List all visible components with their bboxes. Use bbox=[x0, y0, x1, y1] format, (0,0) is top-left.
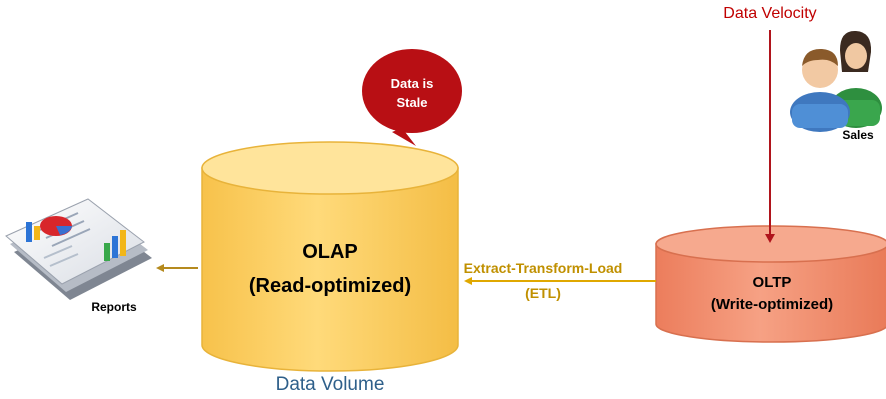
stale-text-line-2: Stale bbox=[396, 95, 428, 110]
reports-document-icon bbox=[5, 198, 152, 300]
etl-abbrev-label: (ETL) bbox=[525, 285, 561, 301]
velocity-arrow bbox=[765, 30, 775, 243]
data-volume-label: Data Volume bbox=[275, 374, 385, 395]
olap-title: OLAP bbox=[302, 241, 358, 263]
olap-cylinder bbox=[201, 141, 459, 372]
reports-label: Reports bbox=[91, 300, 137, 314]
olap-subtitle: (Read-optimized) bbox=[248, 275, 412, 297]
oltp-title: OLTP bbox=[752, 274, 792, 291]
oltp-subtitle: (Write-optimized) bbox=[710, 296, 834, 313]
oltp-cylinder bbox=[655, 225, 886, 343]
stale-text-line-1: Data is bbox=[390, 76, 434, 91]
people-icon bbox=[790, 30, 882, 132]
sales-label: Sales bbox=[842, 128, 874, 142]
data-velocity-label: Data Velocity bbox=[723, 5, 817, 22]
etl-label: Extract-Transform-Load bbox=[463, 260, 623, 276]
stale-speech-bubble bbox=[362, 49, 462, 146]
